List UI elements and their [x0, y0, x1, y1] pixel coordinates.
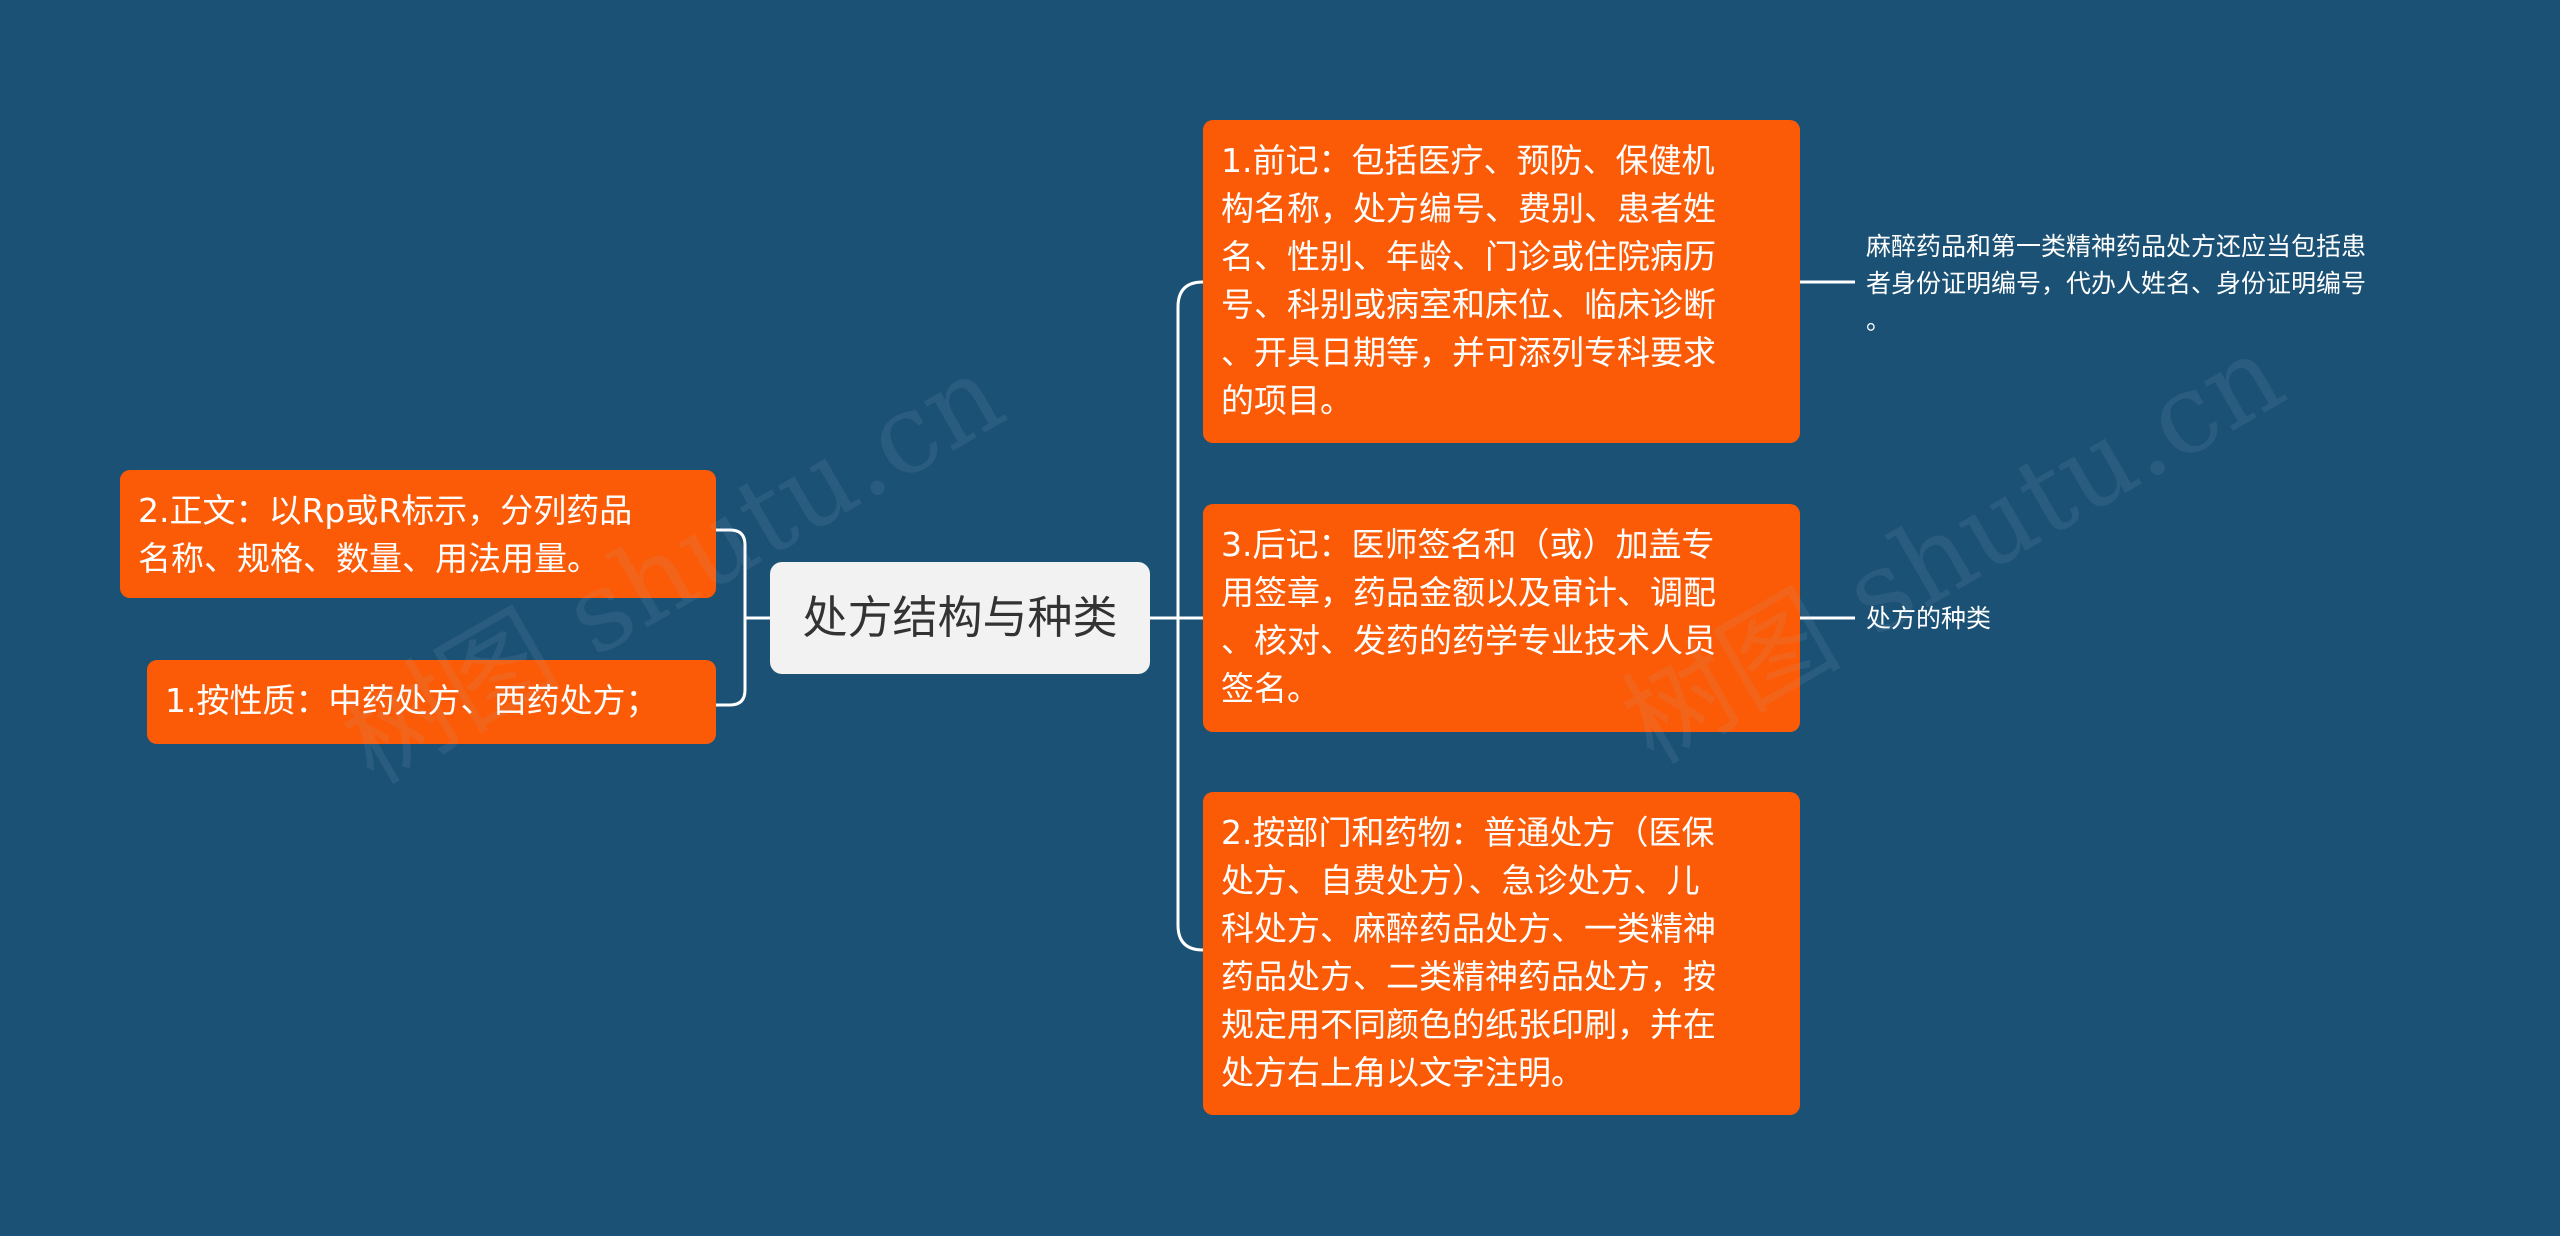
note-narcotic-id[interactable]: 麻醉药品和第一类精神药品处方还应当包括患 者身份证明编号，代办人姓名、身份证明编…	[1866, 232, 2367, 335]
node-bumen[interactable]: 2.按部门和药物：普通处方（医保 处方、自费处方）、急诊处方、儿 科处方、麻醉药…	[1203, 792, 1800, 1115]
node-xingzhi[interactable]: 1.按性质：中药处方、西药处方；	[147, 660, 716, 744]
node-houji[interactable]: 3.后记：医师签名和（或）加盖专 用签章，药品金额以及审计、调配 、核对、发药的…	[1203, 504, 1800, 732]
note-prescription-kinds[interactable]: 处方的种类	[1866, 604, 1992, 633]
node-qianji[interactable]: 1.前记：包括医疗、预防、保健机 构名称，处方编号、费别、患者姓 名、性别、年龄…	[1203, 120, 1800, 443]
connector-right-bracket	[1176, 280, 1204, 952]
connector-left-bracket	[716, 528, 747, 707]
root-node[interactable]: 处方结构与种类	[770, 562, 1150, 674]
node-zhengwen[interactable]: 2.正文：以Rp或R标示，分列药品 名称、规格、数量、用法用量。	[120, 470, 716, 598]
